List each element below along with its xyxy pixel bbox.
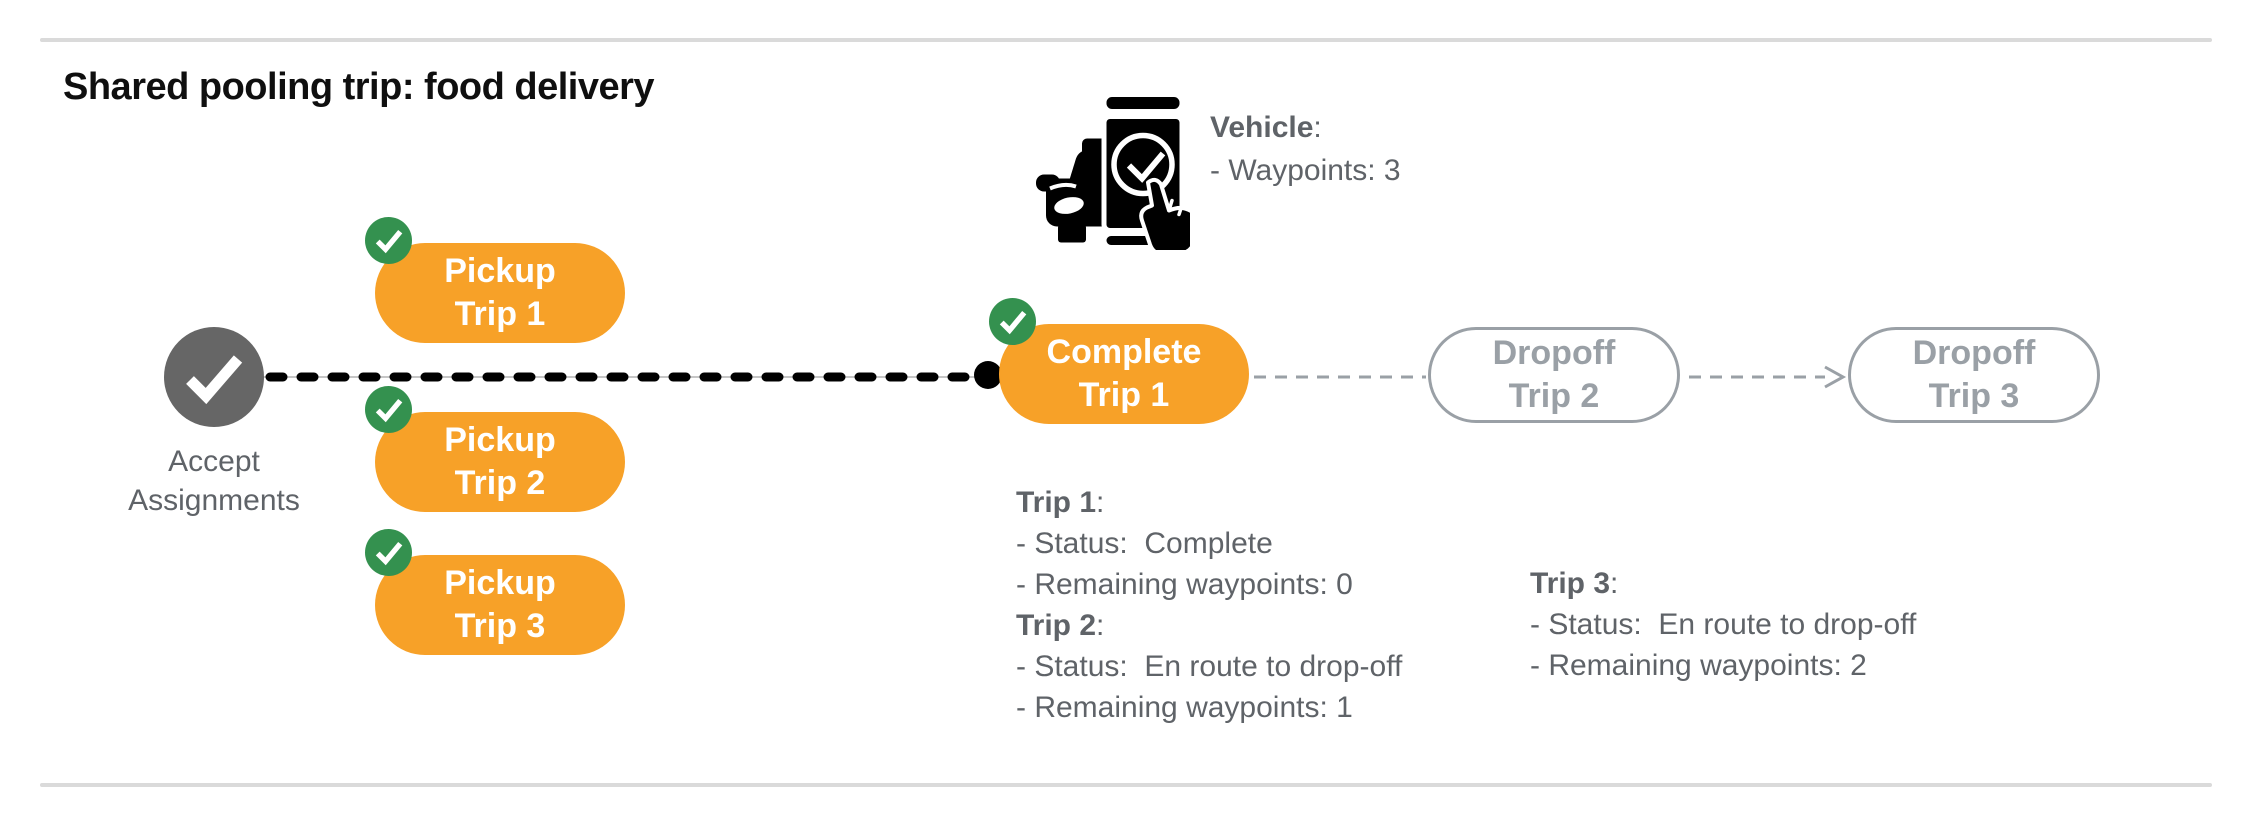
trip2-status-line: - Status: En route to drop-off xyxy=(1016,650,1403,683)
pill-pickup-trip-1: Pickup Trip 1 xyxy=(365,217,625,343)
status-block-trip-3: Trip 3: - Status: En route to drop-off -… xyxy=(1530,563,1916,686)
pill-pickup-trip-3: Pickup Trip 3 xyxy=(365,529,625,655)
arrowhead-icon xyxy=(1824,365,1847,389)
status-block-trip-1-2: Trip 1: - Status: Complete - Remaining w… xyxy=(1016,482,1402,728)
pill-label-line2: Trip 1 xyxy=(454,295,546,333)
pill-dropoff-trip-3: Dropoff Trip 3 xyxy=(1848,327,2100,423)
check-circle-icon xyxy=(164,327,264,427)
check-badge-icon xyxy=(365,529,412,576)
car-phone-check-icon xyxy=(1036,92,1190,250)
vehicle-label-suffix: : xyxy=(1313,111,1322,144)
pill-label-line2: Trip 1 xyxy=(1078,376,1170,414)
connector-complete-to-dropoff2 xyxy=(1254,375,1426,379)
pill-label-line2: Trip 2 xyxy=(454,464,546,502)
accept-assignments-label: Accept Assignments xyxy=(64,442,364,520)
vehicle-waypoints-line: - Waypoints: 3 xyxy=(1210,154,1401,187)
pill-complete-trip-1: Complete Trip 1 xyxy=(989,298,1249,424)
trip2-title: Trip 2: xyxy=(1016,605,1402,646)
page-title: Shared pooling trip: food delivery xyxy=(63,66,655,108)
trip1-status-line: - Status: Complete xyxy=(1016,527,1273,560)
pill-label-line2: Trip 3 xyxy=(454,607,546,645)
pill-pickup-trip-2: Pickup Trip 2 xyxy=(365,386,625,512)
trip1-title-suffix: : xyxy=(1096,486,1105,519)
pill-label-line2: Trip 2 xyxy=(1508,377,1600,415)
pill-dropoff-trip-2: Dropoff Trip 2 xyxy=(1428,327,1680,423)
trip1-title-bold: Trip 1 xyxy=(1016,486,1097,519)
vehicle-info-label: Vehicle: xyxy=(1210,106,1401,149)
pill-label-line2: Trip 3 xyxy=(1928,377,2020,415)
check-badge-icon xyxy=(989,298,1036,345)
vehicle-info: Vehicle: - Waypoints: 3 xyxy=(1210,106,1401,192)
junction-dot xyxy=(974,361,1002,389)
check-badge-icon xyxy=(365,386,412,433)
bottom-divider xyxy=(40,783,2212,787)
trip3-title-suffix: : xyxy=(1610,567,1619,600)
pill-label-line1: Pickup xyxy=(444,252,556,290)
trip3-waypoints-line: - Remaining waypoints: 2 xyxy=(1530,649,1867,682)
trip2-waypoints-line: - Remaining waypoints: 1 xyxy=(1016,691,1353,724)
pill-label-line1: Pickup xyxy=(444,564,556,602)
trip1-title: Trip 1: xyxy=(1016,482,1402,523)
trip3-status-line: - Status: En route to drop-off xyxy=(1530,608,1917,641)
pill-label-line1: Pickup xyxy=(444,421,556,459)
main-dashed-line xyxy=(264,372,1003,382)
trip2-title-suffix: : xyxy=(1096,609,1105,642)
trip1-waypoints-line: - Remaining waypoints: 0 xyxy=(1016,568,1353,601)
vehicle-label-bold: Vehicle xyxy=(1210,111,1314,144)
pill-label-line1: Dropoff xyxy=(1492,334,1616,372)
top-divider xyxy=(40,38,2212,42)
pill-label-line1: Dropoff xyxy=(1912,334,2036,372)
pill-label-line1: Complete xyxy=(1046,333,1202,371)
trip3-title: Trip 3: xyxy=(1530,563,1916,604)
accept-label-line1: Accept xyxy=(168,445,260,478)
trip3-title-bold: Trip 3 xyxy=(1530,567,1611,600)
accept-label-line2: Assignments xyxy=(128,484,300,517)
connector-dropoff2-to-dropoff3 xyxy=(1689,365,1847,389)
trip2-title-bold: Trip 2 xyxy=(1016,609,1097,642)
check-badge-icon xyxy=(365,217,412,264)
